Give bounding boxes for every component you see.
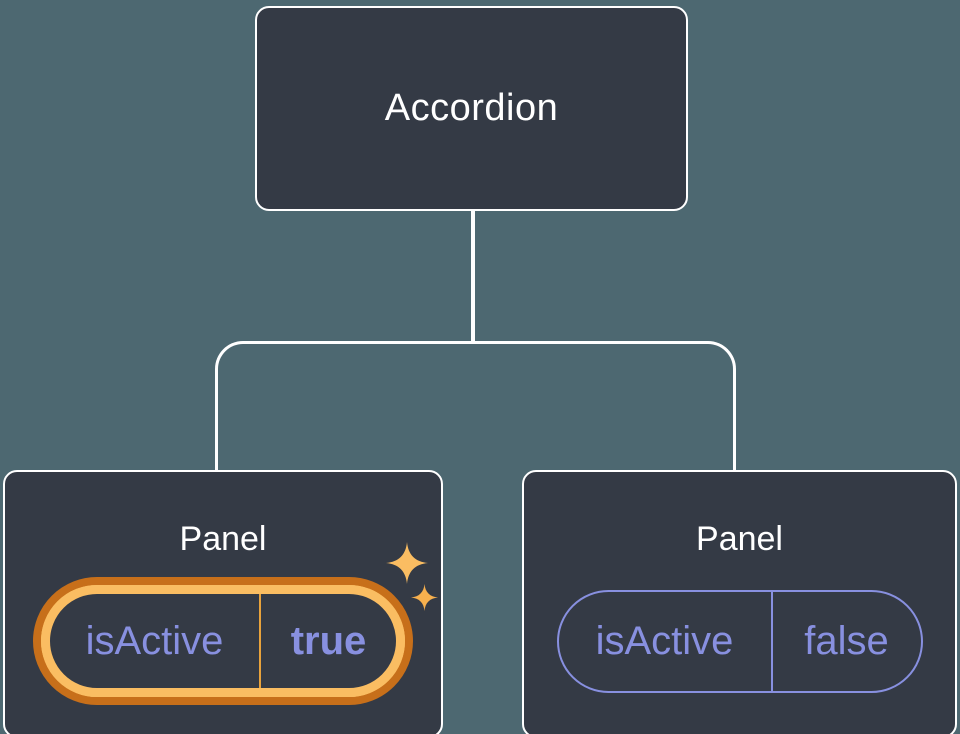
accordion-node-label: Accordion xyxy=(384,87,559,129)
sparkle-icon xyxy=(386,542,428,584)
state-pill-active-inner: isActive true xyxy=(41,585,405,697)
connector-bracket xyxy=(215,341,736,470)
panel-title: Panel xyxy=(179,520,267,558)
panel-title: Panel xyxy=(696,520,783,558)
state-key-cell: isActive xyxy=(559,592,773,691)
connector-stem xyxy=(471,211,475,344)
state-value-cell: true xyxy=(290,618,367,663)
state-pill-inactive: isActive false xyxy=(556,590,923,693)
state-pill-active: isActive true xyxy=(33,577,413,705)
panel-node-active: Panel isActive true xyxy=(3,470,443,734)
sparkle-icon xyxy=(411,584,438,611)
state-value-cell: false xyxy=(804,619,889,663)
accordion-node: Accordion xyxy=(255,6,688,211)
state-key-cell: isActive xyxy=(50,594,261,688)
panel-node-inactive: Panel isActive false xyxy=(522,470,957,734)
